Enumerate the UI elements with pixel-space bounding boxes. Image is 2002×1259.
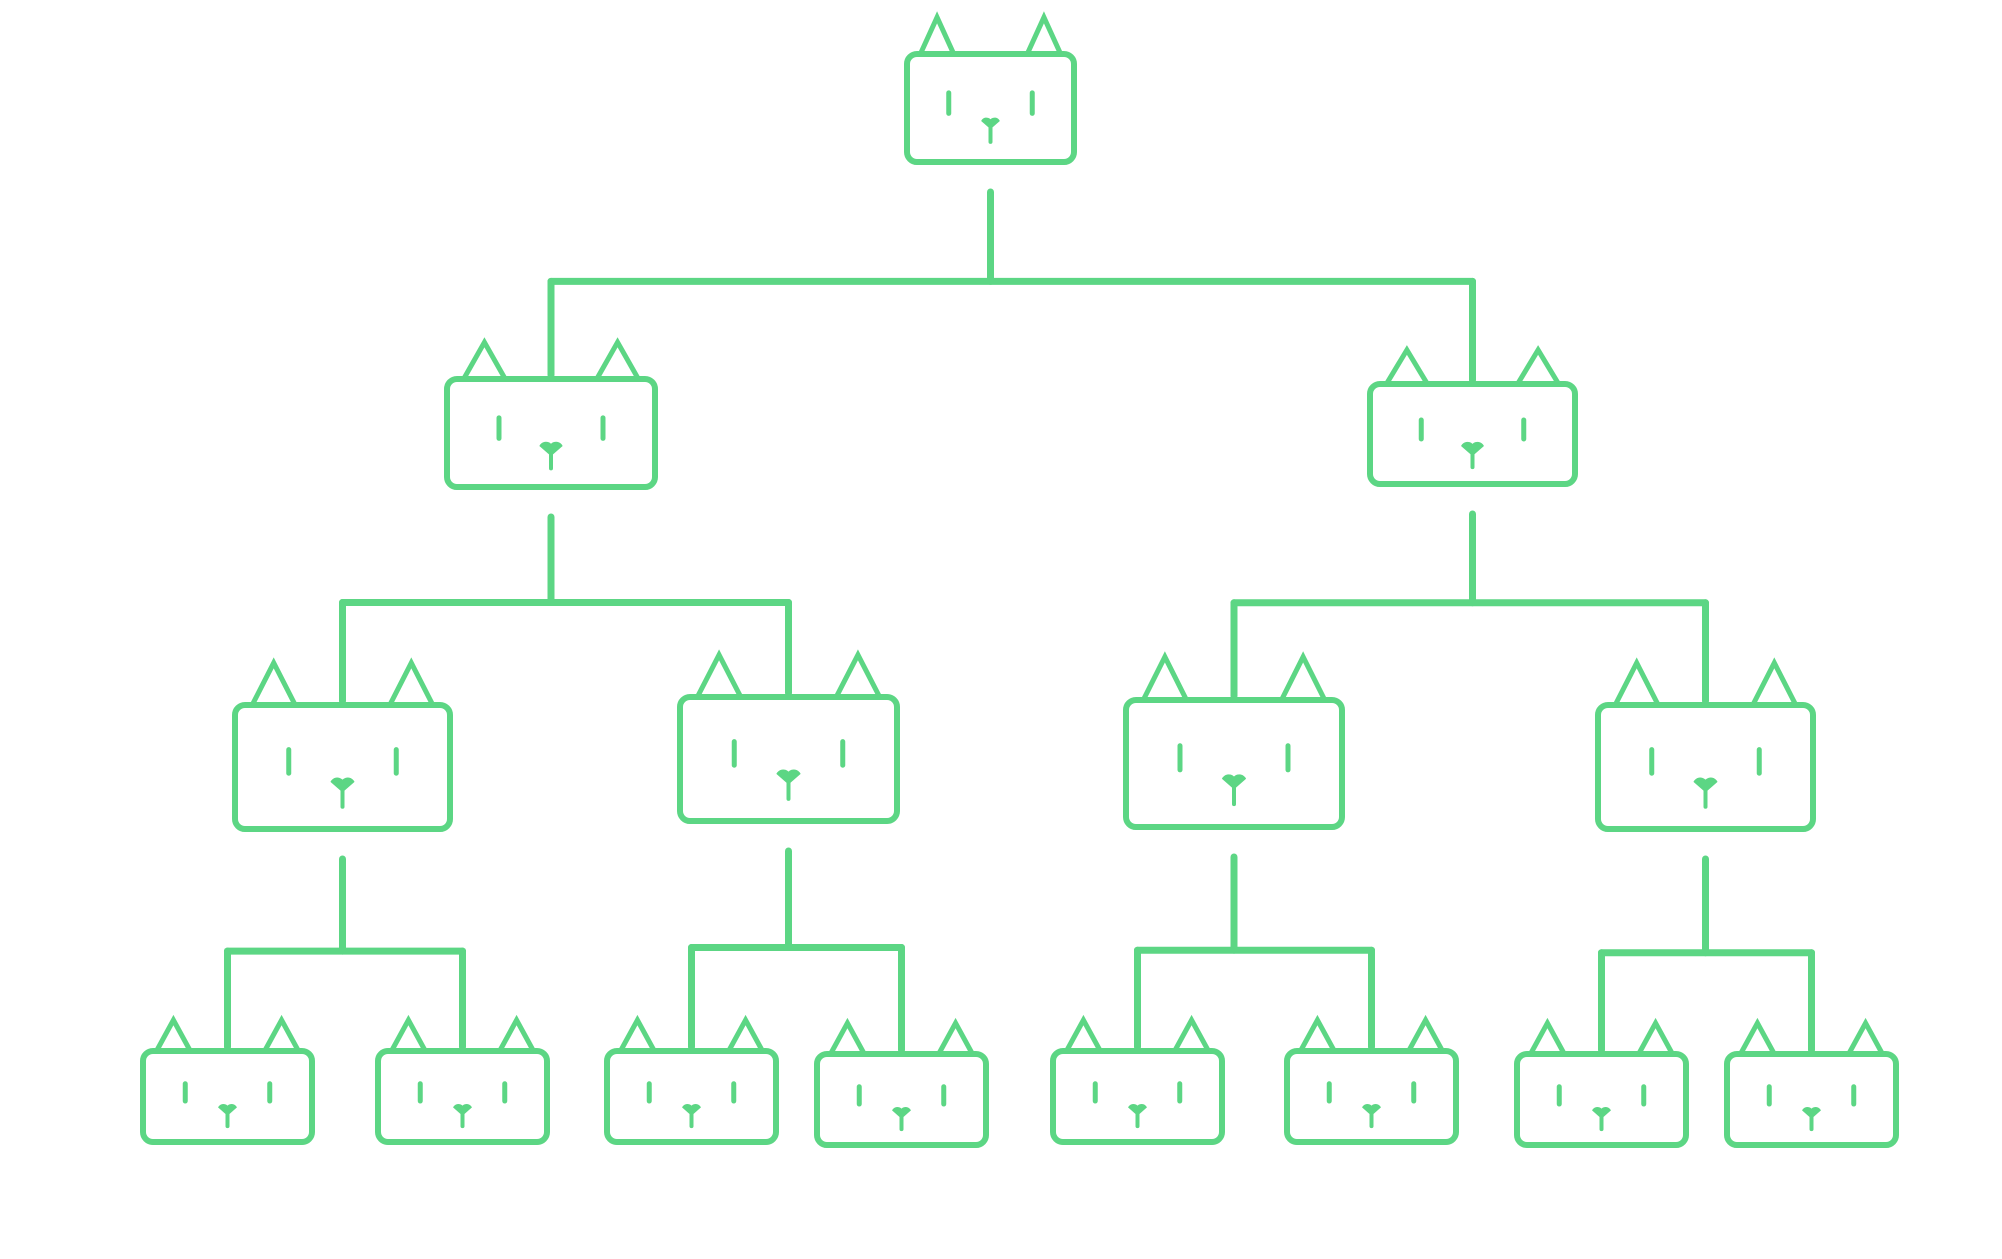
cat-ear-left-icon	[916, 11, 958, 57]
cat-nose-icon	[1221, 774, 1247, 790]
cat-head-icon	[904, 51, 1077, 165]
cat-nose-icon	[453, 1103, 472, 1116]
tree-node-n10	[814, 1017, 989, 1148]
cat-nose-icon	[1461, 441, 1484, 457]
cat-head-icon	[1284, 1048, 1459, 1145]
cat-ear-right-icon	[385, 657, 437, 708]
cat-ear-left-icon	[1381, 345, 1432, 387]
cat-nose-icon	[1802, 1106, 1821, 1119]
tree-node-n12	[1284, 1014, 1459, 1145]
connectors	[224, 188, 1815, 1054]
tree-node-n8	[375, 1014, 550, 1145]
cat-ear-left-icon	[152, 1014, 195, 1054]
cat-ear-right-icon	[1023, 11, 1065, 57]
cat-nose-icon	[1592, 1106, 1611, 1119]
cat-ear-right-icon	[1277, 651, 1329, 703]
tree-node-n0	[904, 11, 1077, 165]
cat-ear-left-icon	[1062, 1014, 1105, 1054]
cat-head-icon	[604, 1048, 779, 1145]
cat-ear-left-icon	[616, 1014, 659, 1054]
tree-node-n9	[604, 1014, 779, 1145]
cat-ear-left-icon	[387, 1014, 430, 1054]
cat-nose-icon	[682, 1103, 701, 1116]
tree-node-n4	[677, 649, 900, 824]
cat-ear-right-icon	[1844, 1017, 1887, 1057]
cat-ear-left-icon	[1736, 1017, 1779, 1057]
cat-ear-left-icon	[826, 1017, 869, 1057]
cat-head-icon	[1050, 1048, 1225, 1145]
tree-node-n2	[1367, 345, 1578, 487]
cat-head-icon	[1514, 1051, 1689, 1148]
cat-ear-left-icon	[693, 649, 745, 700]
cat-head-icon	[677, 694, 900, 824]
tree-node-n11	[1050, 1014, 1225, 1145]
cat-nose-icon	[330, 777, 355, 793]
cat-nose-icon	[539, 441, 563, 457]
cat-ear-right-icon	[592, 337, 643, 382]
tree-node-n7	[140, 1014, 315, 1145]
cat-nose-icon	[776, 769, 801, 785]
cat-nose-icon	[1128, 1103, 1147, 1116]
cat-ear-right-icon	[1634, 1017, 1677, 1057]
cat-head-icon	[1724, 1051, 1899, 1148]
cat-head-icon	[444, 376, 658, 490]
cat-head-icon	[1123, 697, 1345, 830]
tree-node-n14	[1724, 1017, 1899, 1148]
tree-node-n13	[1514, 1017, 1689, 1148]
tree-node-n3	[232, 657, 453, 832]
cat-ear-right-icon	[1748, 657, 1800, 708]
tree-node-n6	[1595, 657, 1816, 832]
cat-nose-icon	[218, 1103, 237, 1116]
cat-nose-icon	[981, 117, 1000, 130]
tree-node-n5	[1123, 651, 1345, 830]
cat-head-icon	[140, 1048, 315, 1145]
cat-ear-right-icon	[934, 1017, 977, 1057]
cat-head-icon	[375, 1048, 550, 1145]
cat-ear-left-icon	[459, 337, 510, 382]
cat-head-icon	[1367, 381, 1578, 487]
cat-nose-icon	[892, 1106, 911, 1119]
cat-ear-right-icon	[832, 649, 884, 700]
cat-ear-left-icon	[248, 657, 300, 708]
cat-ear-left-icon	[1296, 1014, 1339, 1054]
cat-ear-right-icon	[495, 1014, 538, 1054]
tree-node-n1	[444, 337, 658, 490]
cat-ear-left-icon	[1611, 657, 1663, 708]
cat-ear-left-icon	[1526, 1017, 1569, 1057]
cat-ear-right-icon	[260, 1014, 303, 1054]
cat-ear-right-icon	[1170, 1014, 1213, 1054]
cat-ear-right-icon	[724, 1014, 767, 1054]
cat-head-icon	[1595, 702, 1816, 832]
cat-nose-icon	[1693, 777, 1718, 793]
cat-nose-icon	[1362, 1103, 1381, 1116]
cat-ear-right-icon	[1513, 345, 1564, 387]
cat-ear-left-icon	[1139, 651, 1191, 703]
cat-head-icon	[232, 702, 453, 832]
cat-ear-right-icon	[1404, 1014, 1447, 1054]
cat-head-icon	[814, 1051, 989, 1148]
